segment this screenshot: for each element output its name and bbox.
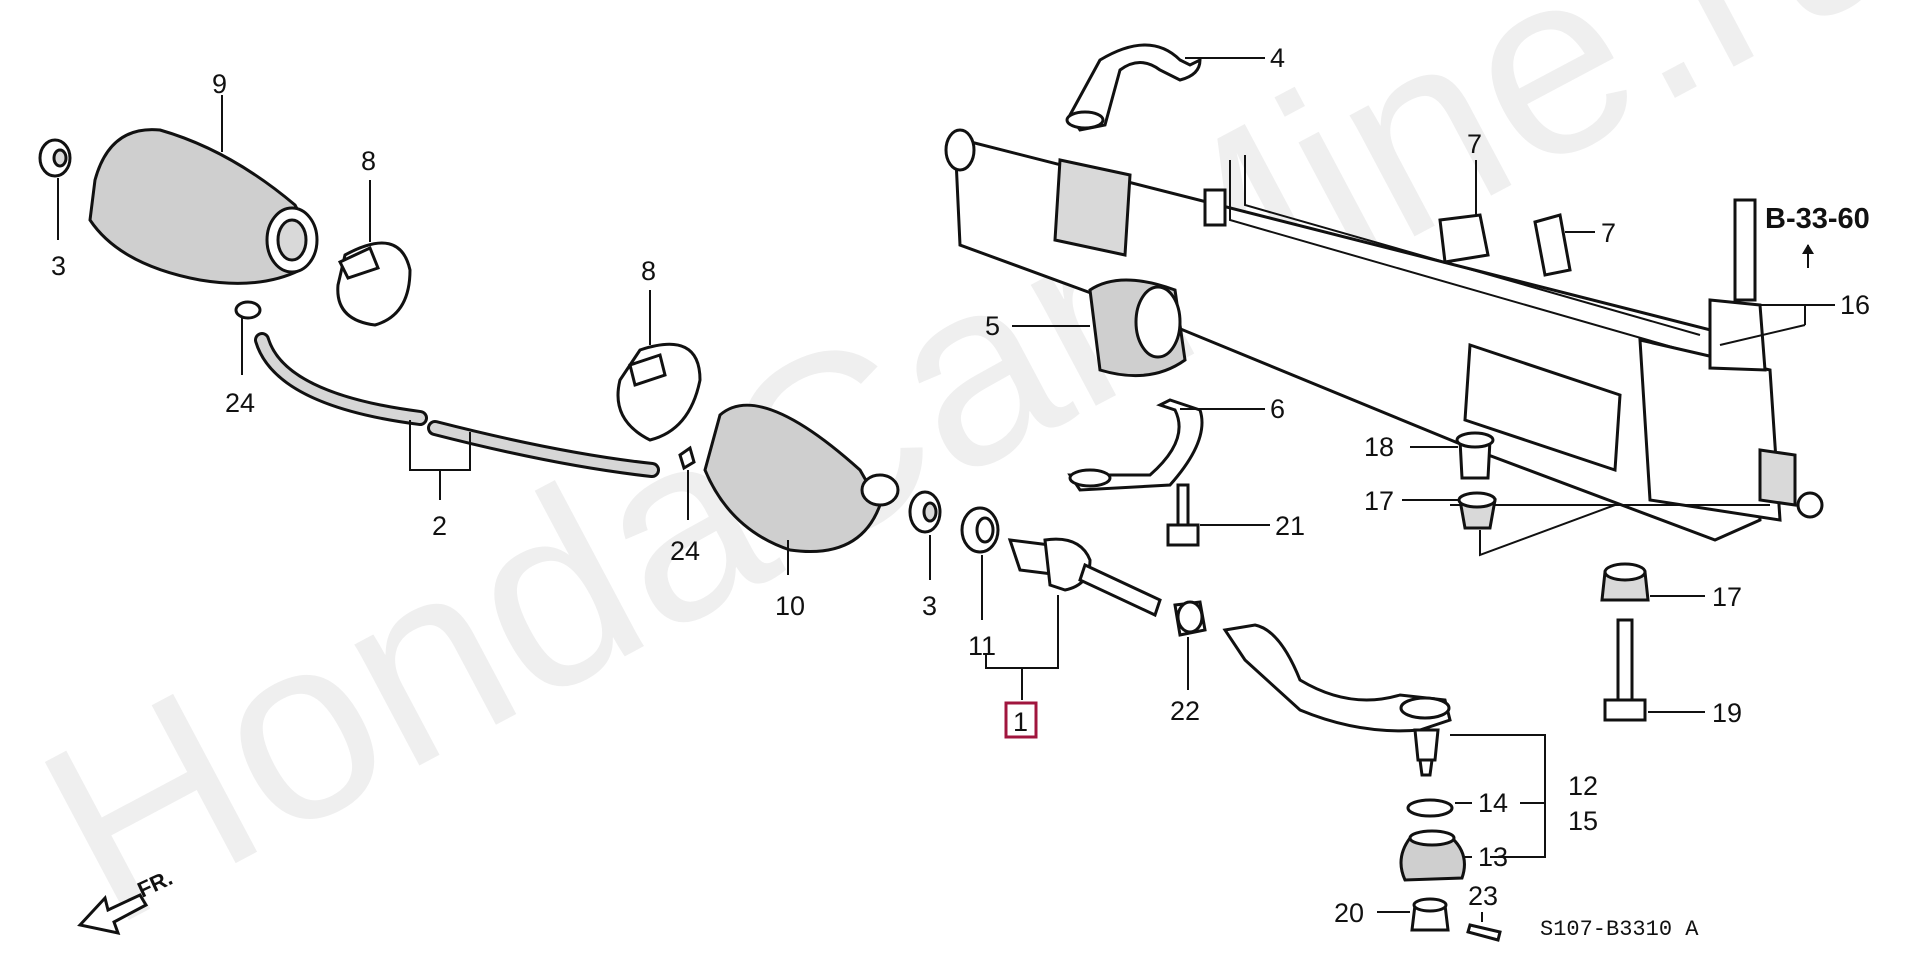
label-19: 19 — [1712, 698, 1742, 728]
nut-17b — [1600, 562, 1650, 602]
o-ring-14 — [1406, 798, 1454, 818]
label-2: 2 — [432, 511, 447, 541]
label-9: 9 — [212, 69, 227, 99]
diagram-code: S107-B3310 A — [1540, 917, 1699, 942]
label-8a: 8 — [361, 146, 376, 176]
label-23: 23 — [1468, 881, 1498, 911]
nut-3b — [908, 490, 942, 534]
bellows-boot-10 — [703, 403, 900, 553]
label-1[interactable]: 1 — [1013, 707, 1028, 737]
label-24a: 24 — [225, 388, 255, 418]
clamp-7a — [1438, 213, 1490, 264]
label-6: 6 — [1270, 394, 1285, 424]
boot-band-8a — [336, 241, 412, 327]
label-12: 12 — [1568, 771, 1598, 801]
label-8b: 8 — [641, 256, 656, 286]
clip-24a — [234, 300, 262, 320]
label-14: 14 — [1478, 788, 1508, 818]
label-20: 20 — [1334, 898, 1364, 928]
breather-tube-2 — [254, 332, 660, 478]
lock-nut-22 — [1173, 600, 1207, 637]
clamp-7b — [1533, 213, 1572, 277]
tie-rod-1 — [1007, 537, 1162, 618]
label-7b: 7 — [1601, 218, 1616, 248]
steering-rack-housing — [944, 128, 1824, 542]
label-5: 5 — [985, 311, 1000, 341]
label-17b: 17 — [1712, 582, 1742, 612]
label-17a: 17 — [1364, 486, 1394, 516]
mounting-bracket-upper — [1065, 43, 1202, 132]
label-3a: 3 — [51, 251, 66, 281]
label-4: 4 — [1270, 43, 1285, 73]
washer-11 — [960, 506, 1000, 554]
reference-arrow — [1802, 244, 1814, 254]
rack-bushing — [1088, 278, 1187, 378]
label-21: 21 — [1275, 511, 1305, 541]
mounting-bracket-lower — [1067, 398, 1204, 492]
dust-boot-13 — [1399, 829, 1466, 882]
label-18: 18 — [1364, 432, 1394, 462]
label-13: 13 — [1478, 842, 1508, 872]
bellows-boot-9 — [88, 128, 319, 285]
label-24b: 24 — [670, 536, 700, 566]
bolt-19 — [1603, 618, 1647, 722]
grommet-18 — [1455, 431, 1495, 480]
castle-nut-20 — [1410, 897, 1450, 932]
boot-band-8b — [616, 342, 702, 442]
label-3b: 3 — [922, 591, 937, 621]
grommet-17a — [1457, 491, 1497, 530]
label-7a: 7 — [1467, 129, 1482, 159]
front-direction-marker: FR. — [77, 865, 176, 936]
label-15: 15 — [1568, 806, 1598, 836]
highlight-box-1[interactable] — [1004, 701, 1038, 739]
label-16: 16 — [1840, 290, 1870, 320]
label-11: 11 — [968, 631, 996, 661]
bolt-21 — [1166, 483, 1200, 547]
reference-b-33-60[interactable]: B-33-60 — [1765, 203, 1870, 235]
cotter-pin-23 — [1466, 923, 1502, 942]
nut-3a — [38, 138, 72, 178]
label-22: 22 — [1170, 696, 1200, 726]
tie-rod-end — [1222, 623, 1452, 777]
label-10: 10 — [775, 591, 805, 621]
clip-24b — [678, 445, 696, 471]
